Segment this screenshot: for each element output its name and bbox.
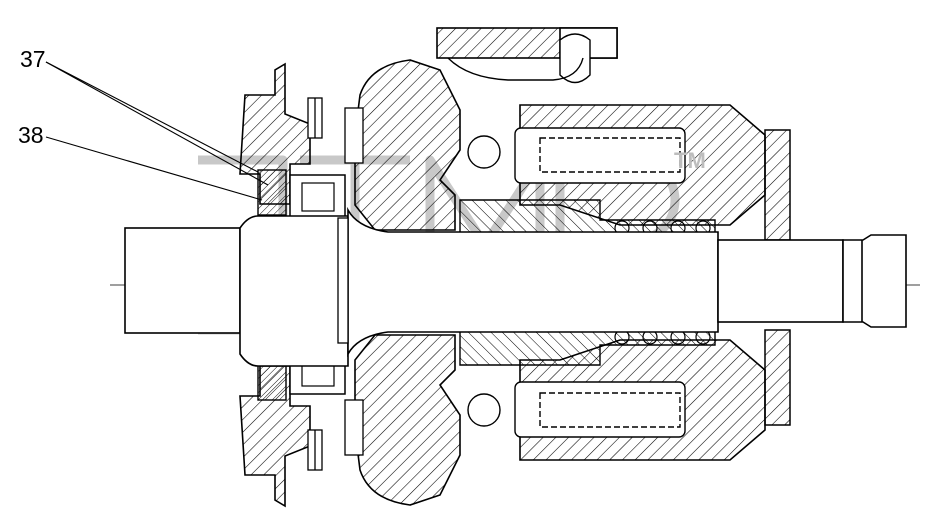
piston-upper (467, 127, 686, 184)
bearing-upper (289, 174, 346, 218)
swashplate-upper (354, 59, 461, 231)
end-cap-upper (764, 129, 791, 241)
watermark-trademark: TM (674, 148, 706, 173)
bolt-upper (307, 97, 364, 164)
retaining-ring (337, 217, 349, 344)
leader-lines (45, 61, 269, 201)
swashplate-lower (354, 334, 461, 506)
bolt-lower (307, 399, 364, 471)
end-cap-lower (764, 329, 791, 426)
seal-upper (257, 169, 287, 216)
top-bracket (436, 27, 618, 84)
callout-38: 38 (18, 122, 44, 148)
piston-lower (467, 381, 686, 438)
callout-37: 37 (20, 46, 46, 72)
drive-shaft (124, 206, 907, 367)
